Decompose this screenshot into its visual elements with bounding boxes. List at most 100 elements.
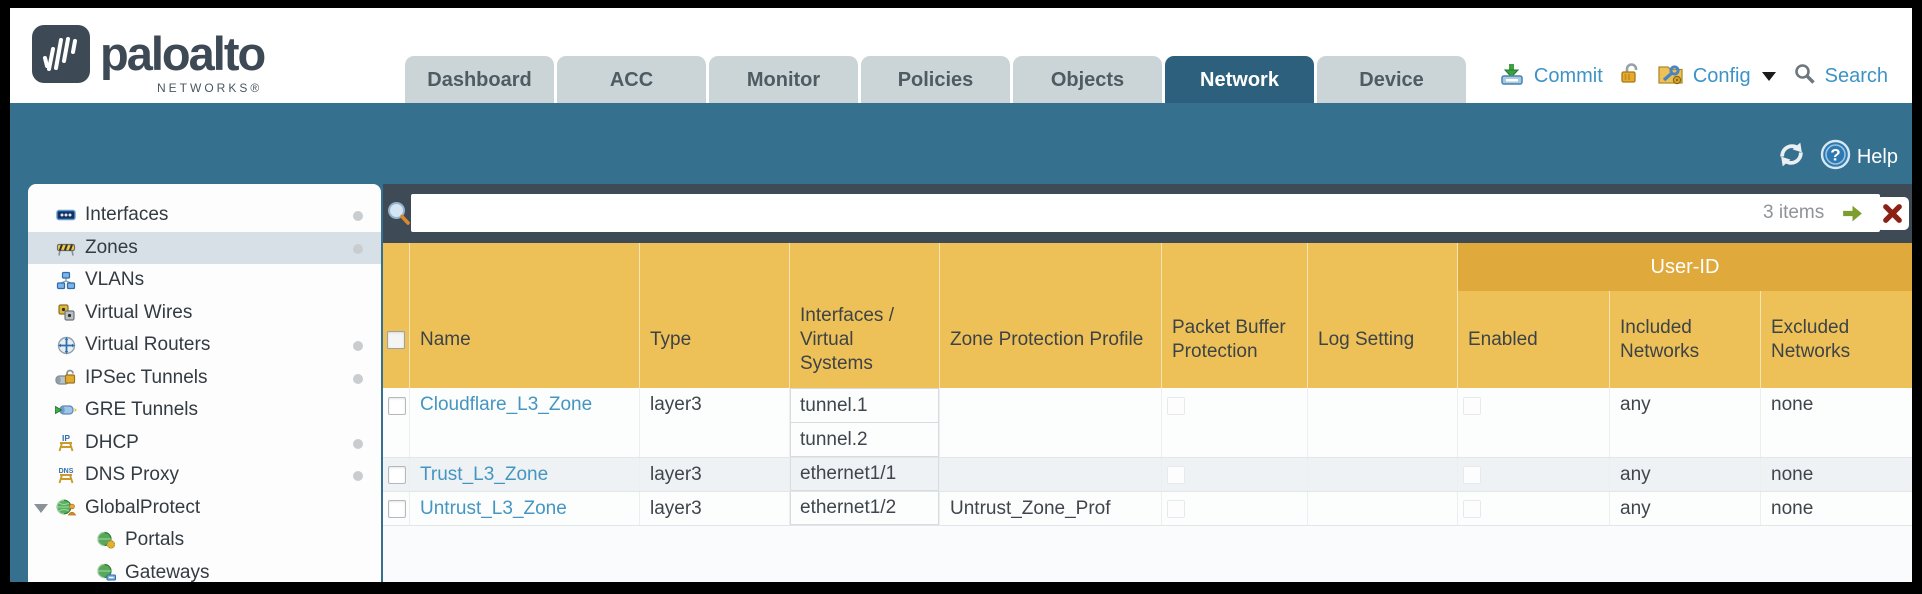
dns-proxy-icon: DNS [55, 465, 77, 485]
apply-filter-button[interactable] [1836, 197, 1869, 230]
log-setting-cell [1308, 388, 1458, 457]
sidebar-item-gateways[interactable]: Gateways [28, 557, 381, 582]
packet-buffer-protection-cell [1162, 458, 1308, 491]
sidebar-item-ipsec-tunnels[interactable]: IPSec Tunnels [28, 362, 381, 395]
column-header-zone-protection-profile[interactable]: Zone Protection Profile [940, 243, 1162, 388]
select-all-cell [383, 243, 410, 388]
zone-name-link[interactable]: Cloudflare_L3_Zone [420, 394, 593, 415]
sidebar-item-dhcp[interactable]: IP DHCP [28, 427, 381, 460]
included-networks-cell: any [1610, 388, 1761, 457]
virtual-routers-icon [55, 335, 77, 355]
user-id-enabled-checkbox[interactable] [1463, 465, 1481, 484]
svg-text:DNS: DNS [59, 468, 74, 475]
zone-protection-profile-cell [940, 388, 1162, 457]
filter-magnifier-icon [386, 200, 412, 232]
commit-button[interactable]: Commit [1533, 64, 1603, 87]
row-checkbox[interactable] [388, 499, 406, 518]
zone-protection-profile-cell: Untrust_Zone_Prof [940, 492, 1162, 525]
collapse-caret-icon[interactable] [34, 503, 48, 513]
gateways-icon [95, 563, 117, 582]
svg-text:?: ? [1830, 146, 1840, 165]
column-header-excluded-networks[interactable]: Excluded Networks [1771, 316, 1851, 362]
teal-banner: ? Help [10, 103, 1912, 184]
top-header-bar: paloalto NETWORKS® Dashboard ACC Monitor… [10, 8, 1912, 103]
tab-monitor[interactable]: Monitor [709, 56, 858, 103]
table-row: Trust_L3_Zone layer3 ethernet1/1 any non… [383, 458, 1912, 492]
item-count: 3 items [1763, 202, 1825, 223]
item-dot [353, 211, 363, 221]
column-header-interfaces[interactable]: Interfaces / Virtual Systems [790, 243, 940, 388]
paloalto-logo-icon [32, 25, 90, 83]
user-id-enabled-cell [1458, 388, 1610, 457]
help-label[interactable]: Help [1856, 145, 1898, 168]
item-dot [353, 373, 363, 384]
main-nav-tabs: Dashboard ACC Monitor Policies Objects N… [405, 56, 1466, 103]
sidebar-item-interfaces[interactable]: Interfaces [28, 199, 381, 232]
sidebar-item-gre-tunnels[interactable]: GRE Tunnels [28, 394, 381, 427]
zone-name-link[interactable]: Trust_L3_Zone [420, 463, 549, 485]
select-all-checkbox[interactable] [387, 330, 405, 349]
sidebar-item-portals[interactable]: Portals [28, 524, 381, 557]
tab-policies[interactable]: Policies [861, 56, 1010, 103]
sidebar-item-dns-proxy[interactable]: DNS DNS Proxy [28, 459, 381, 492]
user-id-enabled-checkbox[interactable] [1463, 397, 1481, 415]
item-dot [353, 341, 363, 351]
clear-filter-button[interactable] [1876, 197, 1909, 230]
packet-buffer-checkbox[interactable] [1167, 397, 1185, 415]
user-id-enabled-checkbox[interactable] [1463, 499, 1481, 518]
zone-protection-profile-cell [940, 458, 1162, 491]
item-dot [353, 243, 363, 254]
sidebar-item-globalprotect[interactable]: GlobalProtect [28, 492, 381, 525]
column-header-name[interactable]: Name [410, 243, 640, 388]
tab-network[interactable]: Network [1165, 56, 1314, 103]
config-icon [1657, 61, 1684, 91]
zone-name-cell: Trust_L3_Zone [410, 458, 640, 491]
search-button[interactable]: Search [1824, 64, 1888, 87]
config-caret-icon[interactable] [1761, 71, 1776, 81]
globalprotect-icon [55, 498, 77, 518]
filter-bar: 3 items [383, 184, 1912, 243]
network-sidebar: Interfaces Zones [28, 184, 381, 582]
zone-name-cell: Cloudflare_L3_Zone [410, 388, 640, 457]
packet-buffer-checkbox[interactable] [1167, 465, 1185, 484]
sidebar-item-vlans[interactable]: VLANs [28, 264, 381, 297]
refresh-icon[interactable] [1777, 140, 1806, 174]
table-row: Cloudflare_L3_Zone layer3 tunnel.1 tunne… [383, 388, 1912, 458]
dhcp-icon: IP [55, 433, 77, 453]
sidebar-item-virtual-wires[interactable]: Virtual Wires [28, 297, 381, 330]
sidebar-item-zones[interactable]: Zones [28, 231, 381, 264]
packet-buffer-protection-cell [1162, 388, 1308, 457]
zone-interfaces-cell: ethernet1/2 [790, 492, 940, 525]
commit-icon [1499, 62, 1525, 91]
column-header-log-setting[interactable]: Log Setting [1308, 243, 1458, 388]
row-checkbox[interactable] [388, 465, 406, 484]
user-id-enabled-cell [1458, 492, 1610, 525]
tab-acc[interactable]: ACC [557, 56, 706, 103]
tab-dashboard[interactable]: Dashboard [405, 56, 554, 103]
header-actions: Commit Config [1499, 61, 1888, 91]
log-setting-cell [1308, 492, 1458, 525]
help-icon[interactable]: ? [1820, 139, 1851, 175]
filter-input[interactable] [411, 194, 1880, 232]
tab-device[interactable]: Device [1317, 56, 1466, 103]
zone-name-link[interactable]: Untrust_L3_Zone [420, 497, 567, 519]
config-menu[interactable]: Config [1692, 64, 1751, 87]
column-header-packet-buffer-protection[interactable]: Packet Buffer Protection [1162, 243, 1308, 388]
gre-tunnels-icon [55, 400, 77, 420]
column-header-type[interactable]: Type [640, 243, 790, 388]
row-checkbox[interactable] [388, 397, 406, 415]
brand-subtext: NETWORKS® [157, 81, 263, 95]
zone-interfaces-cell: ethernet1/1 [790, 458, 940, 491]
excluded-networks-cell: none [1771, 497, 1814, 519]
interface-entry: ethernet1/2 [790, 492, 939, 525]
tab-objects[interactable]: Objects [1013, 56, 1162, 103]
log-setting-cell [1308, 458, 1458, 491]
zone-name-cell: Untrust_L3_Zone [410, 492, 640, 525]
packet-buffer-checkbox[interactable] [1167, 499, 1185, 518]
column-header-included-networks[interactable]: Included Networks [1610, 291, 1761, 388]
item-dot [353, 471, 363, 481]
sidebar-item-virtual-routers[interactable]: Virtual Routers [28, 329, 381, 362]
zone-interfaces-cell: tunnel.1 tunnel.2 [790, 388, 940, 457]
column-header-enabled[interactable]: Enabled [1458, 291, 1610, 388]
